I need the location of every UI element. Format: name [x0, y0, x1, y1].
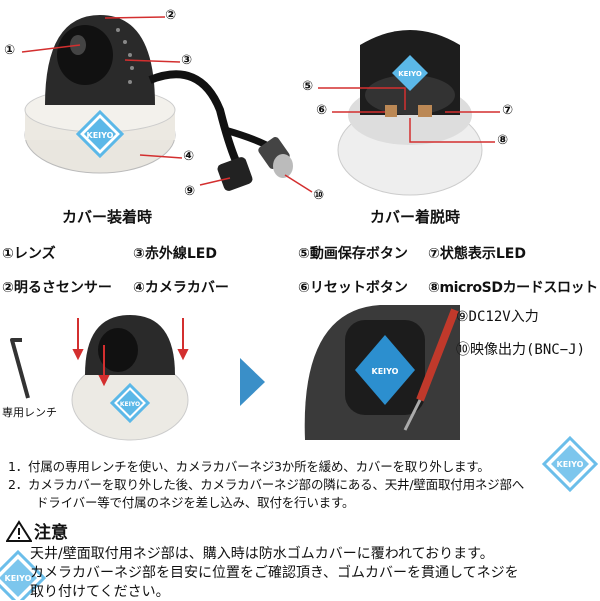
callout-8: ⑧ — [497, 133, 509, 148]
callout-9: ⑨ — [184, 184, 196, 199]
part-label: ⑨DC12V入力 — [456, 309, 539, 325]
step-1: 1．付属の専用レンチを使い、カメラカバーネジ3か所を緩め、カバーを取り外します。 — [8, 459, 490, 474]
step-2: 2．カメラカバーを取り外した後、カメラカバーネジ部の隣にある、天井/壁面取付用ネ… — [8, 477, 525, 492]
part-label: ⑩映像出力(BNC−J) — [456, 342, 586, 358]
part-label: ④カメラカバー — [133, 280, 229, 296]
svg-text:KEIYO: KEIYO — [87, 131, 114, 140]
camera-cover-off-image: KEIYO — [318, 30, 500, 196]
caution-heading: 注意 — [6, 518, 68, 543]
title-cover-off: カバー着脱時 — [370, 208, 461, 226]
title-cover-on: カバー装着時 — [62, 208, 153, 226]
callout-4: ④ — [183, 149, 195, 164]
callout-5: ⑤ — [302, 79, 314, 94]
warning-triangle-icon — [6, 519, 32, 542]
callout-7: ⑦ — [502, 103, 514, 118]
part-label: ⑥リセットボタン — [298, 280, 408, 296]
step-2-continued: ドライバー等で付属のネジを差し込み、取付を行います。 — [36, 495, 355, 510]
caution-line: 天井/壁面取付用ネジ部は、購入時は防水ゴムカバーに覆われております。 — [30, 546, 494, 562]
camera-cover-on-image: KEIYO — [21, 15, 313, 193]
part-label: ⑤動画保存ボタン — [298, 246, 408, 262]
arrow-right-icon — [240, 358, 265, 406]
part-label: ⑧microSDカードスロット — [428, 280, 598, 296]
svg-text:KEIYO: KEIYO — [372, 367, 399, 376]
part-label: ①レンズ — [2, 246, 56, 262]
wrench-label: 専用レンチ — [2, 406, 57, 419]
callout-2: ② — [165, 8, 177, 23]
svg-text:KEIYO: KEIYO — [5, 574, 32, 583]
keiyo-logo: KEIYO — [392, 55, 428, 91]
caution-line: カメラカバーネジ部を目安に位置をご確認頂き、ゴムカバーを貫通してネジを — [30, 565, 519, 581]
wrench-image — [10, 338, 30, 399]
callout-6: ⑥ — [316, 103, 328, 118]
keiyo-logo-watermark: KEIYO KEIYO — [0, 435, 599, 600]
svg-text:KEIYO: KEIYO — [398, 70, 422, 78]
caution-line: 取り付けてください。 — [30, 584, 170, 600]
keiyo-logo: KEIYO — [75, 109, 125, 159]
svg-text:KEIYO: KEIYO — [120, 401, 140, 408]
caution-title: 注意 — [34, 523, 68, 543]
part-label: ③赤外線LED — [133, 246, 217, 262]
camera-screw-image: KEIYO — [71, 315, 189, 441]
callout-1: ① — [4, 43, 16, 58]
installation-photo: KEIYO — [304, 305, 460, 440]
part-label: ⑦状態表示LED — [428, 246, 526, 262]
part-label: ②明るさセンサー — [2, 280, 112, 296]
callout-10: ⑩ — [313, 188, 325, 203]
svg-text:KEIYO: KEIYO — [557, 460, 584, 469]
callout-3: ③ — [181, 53, 193, 68]
